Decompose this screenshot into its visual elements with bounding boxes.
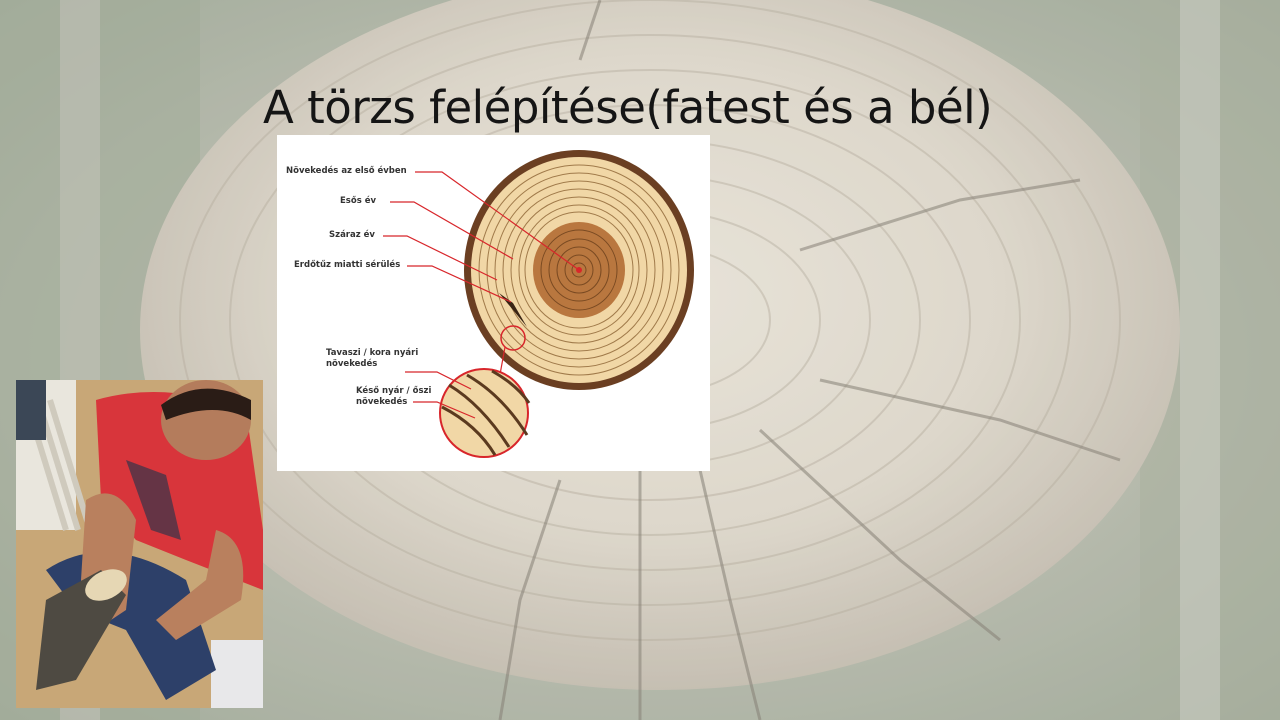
label-fire-damage: Erdőtűz miatti sérülés bbox=[294, 260, 401, 270]
label-spring-growth-line1: Tavaszi / kora nyári bbox=[326, 348, 419, 358]
label-rainy-year: Esős év bbox=[340, 196, 377, 206]
slide-title: A törzs felépítése(fatest és a bél) bbox=[263, 81, 993, 134]
tree-ring-diagram: Növekedés az első évben Esős év Száraz é… bbox=[277, 135, 710, 471]
label-late-growth-line1: Késő nyár / őszi bbox=[356, 386, 432, 396]
label-dry-year: Száraz év bbox=[329, 230, 375, 240]
label-spring-growth-line2: növekedés bbox=[326, 359, 378, 369]
student-photo bbox=[16, 380, 263, 708]
label-late-growth-line2: növekedés bbox=[356, 397, 408, 407]
label-first-year-growth: Növekedés az első évben bbox=[286, 166, 407, 176]
person-with-log-image bbox=[16, 380, 263, 708]
tree-cross-section-illustration bbox=[383, 150, 694, 458]
